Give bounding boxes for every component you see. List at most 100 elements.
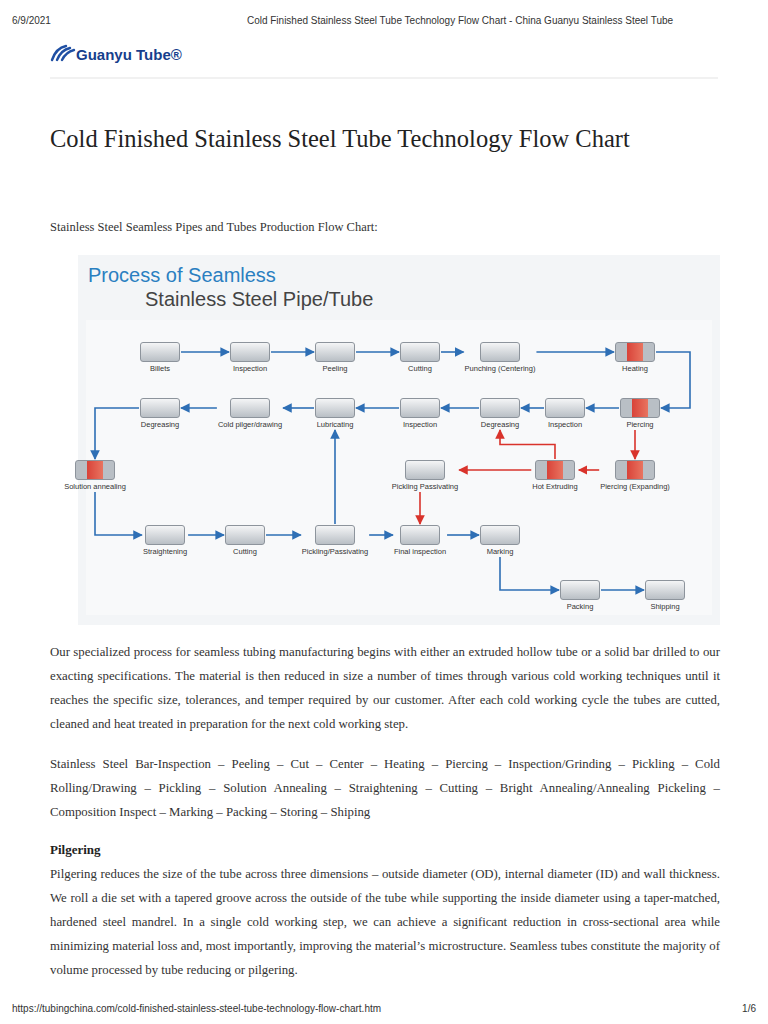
step-icon xyxy=(405,460,445,480)
step-label: Cutting xyxy=(233,547,257,556)
print-header: Cold Finished Stainless Steel Tube Techn… xyxy=(160,14,760,27)
process-step: Punching (Centering) xyxy=(465,342,536,373)
flow-arrow xyxy=(500,430,555,459)
step-label: Piercing xyxy=(626,420,653,429)
process-step: Hot Extruding xyxy=(532,460,577,491)
step-icon xyxy=(480,525,520,545)
process-step: Cutting xyxy=(400,342,440,373)
step-label: Straightening xyxy=(143,547,187,556)
chart-title: Process of Seamless xyxy=(88,263,488,288)
process-step: Billets xyxy=(140,342,180,373)
step-icon xyxy=(140,342,180,362)
step-label: Pickling/Passivating xyxy=(302,547,368,556)
step-icon xyxy=(230,398,270,418)
process-step: Peeling xyxy=(315,342,355,373)
step-icon xyxy=(400,342,440,362)
flow-arrow xyxy=(500,557,559,590)
chart-panel xyxy=(86,320,712,615)
section-heading: Pilgering xyxy=(50,842,350,858)
step-label: Hot Extruding xyxy=(532,482,577,491)
logo-mark xyxy=(52,46,74,60)
step-label: Cold pilger/drawing xyxy=(218,420,282,429)
process-step: Marking xyxy=(480,525,520,556)
step-icon xyxy=(400,398,440,418)
step-label: Piercing (Expanding) xyxy=(600,482,670,491)
process-step: Shipping xyxy=(645,580,685,611)
step-label: Degreasing xyxy=(141,420,179,429)
process-step: Packing xyxy=(560,580,600,611)
flow-arrow xyxy=(369,534,393,536)
step-icon xyxy=(615,460,655,480)
step-icon xyxy=(315,398,355,418)
process-step: Inspection xyxy=(400,398,440,429)
process-list: Stainless Steel Bar-Inspection – Peeling… xyxy=(50,752,720,824)
flow-arrow xyxy=(447,534,479,536)
step-label: Inspection xyxy=(233,364,267,373)
flow-arrow xyxy=(656,352,690,408)
step-icon xyxy=(315,525,355,545)
process-step: Inspection xyxy=(230,342,270,373)
process-step: Pickling/Passivating xyxy=(302,525,368,556)
process-step: Final inspection xyxy=(394,525,446,556)
step-label: Marking xyxy=(487,547,514,556)
page-number: 1/6 xyxy=(660,1002,756,1015)
process-step: Lubricating xyxy=(315,398,355,429)
step-icon xyxy=(75,460,115,480)
logo-text: Guanyu Tube® xyxy=(76,45,276,64)
body-paragraph: Pilgering reduces the size of the tube a… xyxy=(50,862,720,982)
step-label: Inspection xyxy=(403,420,437,429)
step-label: Final inspection xyxy=(394,547,446,556)
step-icon xyxy=(225,525,265,545)
step-label: Shipping xyxy=(650,602,679,611)
step-icon xyxy=(140,398,180,418)
step-label: Punching (Centering) xyxy=(465,364,536,373)
flow-arrow xyxy=(419,492,421,524)
process-step: Pickling Passivating xyxy=(392,460,458,491)
process-step: Degreasing xyxy=(140,398,180,429)
process-step: Heating xyxy=(615,342,655,373)
flow-arrow xyxy=(459,469,531,471)
flow-arrow xyxy=(586,407,619,409)
process-step: Cutting xyxy=(225,525,265,556)
flow-arrow xyxy=(521,407,544,409)
step-icon xyxy=(400,525,440,545)
step-icon xyxy=(535,460,575,480)
step-label: Cutting xyxy=(408,364,432,373)
intro-line: Stainless Steel Seamless Pipes and Tubes… xyxy=(50,219,720,235)
step-icon xyxy=(620,398,660,418)
body-paragraph: Our specialized process for seamless tub… xyxy=(50,640,720,736)
flow-arrow xyxy=(634,430,636,459)
step-label: Degreasing xyxy=(481,420,519,429)
step-label: Pickling Passivating xyxy=(392,482,458,491)
flow-arrow xyxy=(334,430,336,524)
chart-ground xyxy=(78,255,720,625)
flow-arrow xyxy=(441,407,479,409)
step-icon xyxy=(230,342,270,362)
process-step: Cold pilger/drawing xyxy=(218,398,282,429)
page-url: https://tubingchina.com/cold-finished-st… xyxy=(12,1002,612,1015)
print-date: 6/9/2021 xyxy=(12,14,132,27)
flow-arrow xyxy=(271,351,314,353)
step-icon xyxy=(315,342,355,362)
step-icon xyxy=(645,580,685,600)
flow-arrow xyxy=(181,351,229,353)
flow-arrow xyxy=(181,407,217,409)
flow-arrow xyxy=(356,407,399,409)
step-label: Inspection xyxy=(548,420,582,429)
flow-arrow xyxy=(283,407,314,409)
process-step: Piercing (Expanding) xyxy=(600,460,670,491)
chart-subtitle: Stainless Steel Pipe/Tube xyxy=(145,287,545,312)
header-rule xyxy=(50,78,718,79)
flow-arrow xyxy=(266,534,301,536)
step-label: Peeling xyxy=(322,364,347,373)
page-title: Cold Finished Stainless Steel Tube Techn… xyxy=(50,124,730,154)
flow-arrow xyxy=(95,492,142,535)
step-icon xyxy=(145,525,185,545)
step-label: Billets xyxy=(150,364,170,373)
process-step: Piercing xyxy=(620,398,660,429)
step-label: Packing xyxy=(567,602,594,611)
flow-arrow xyxy=(356,351,399,353)
process-step: Solution annealing xyxy=(64,460,126,491)
step-label: Lubricating xyxy=(317,420,354,429)
